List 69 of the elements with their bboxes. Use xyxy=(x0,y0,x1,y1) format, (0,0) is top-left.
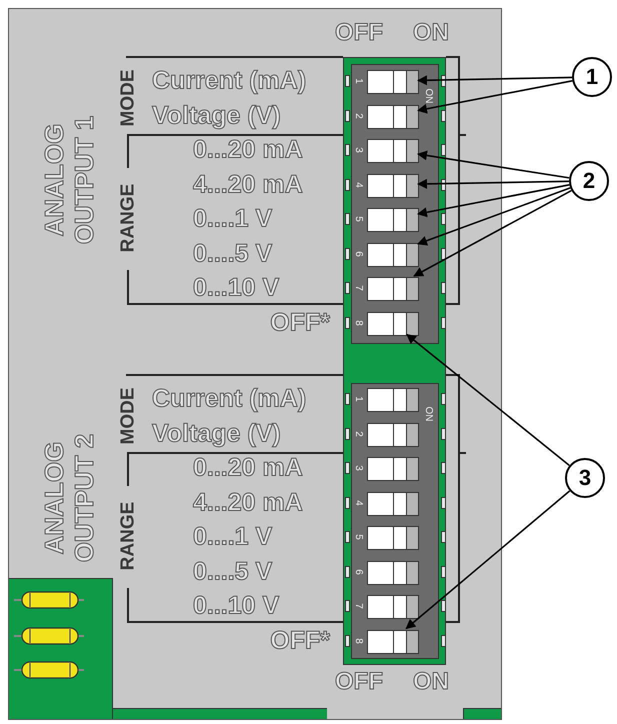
leader-arrow xyxy=(417,150,570,179)
dip-switch xyxy=(367,312,419,336)
leader-arrow xyxy=(405,490,570,630)
switch-number: 7 xyxy=(353,284,363,293)
group-label: RANGE xyxy=(118,182,138,254)
option-label: OFF* xyxy=(270,628,330,653)
option-label: 0...10 V xyxy=(193,594,280,618)
dip-switch xyxy=(367,595,419,619)
dip-switch xyxy=(367,70,419,94)
dip-switch xyxy=(367,630,419,654)
dip-switch xyxy=(367,277,419,301)
dip-switch xyxy=(367,560,419,584)
switch-number: 7 xyxy=(353,602,363,611)
option-label: 0...20 mA xyxy=(193,456,303,480)
dip-switch xyxy=(367,492,419,516)
switch-number: 8 xyxy=(353,318,363,328)
switch-number: 2 xyxy=(353,112,363,120)
switch-number: 5 xyxy=(353,533,363,542)
group-label: RANGE xyxy=(118,500,138,572)
leader-arrow xyxy=(413,190,572,277)
output-title: ANALOG OUTPUT 2 xyxy=(40,432,100,564)
switch-number: 8 xyxy=(353,636,363,646)
option-label: 0....5 V xyxy=(193,559,272,584)
switch-number: 4 xyxy=(353,180,363,190)
switch-number: 3 xyxy=(353,146,363,155)
option-label: OFF* xyxy=(270,310,330,335)
switch-number: 4 xyxy=(353,498,363,508)
switch-state-label: ON xyxy=(413,21,449,45)
option-label: Voltage (V) xyxy=(152,103,281,128)
dip-on-marking: ON xyxy=(423,88,433,105)
leader-arrow xyxy=(417,178,570,189)
option-label: Voltage (V) xyxy=(152,421,281,446)
switch-number: 3 xyxy=(353,464,363,473)
dip-switch xyxy=(367,139,419,163)
option-label: 0....5 V xyxy=(193,241,272,266)
dip-switch xyxy=(367,526,419,550)
dip-switch xyxy=(367,174,419,198)
leader-arrow xyxy=(417,75,572,86)
dip-on-marking: ON xyxy=(423,406,433,423)
switch-number: 6 xyxy=(353,250,363,258)
leader-arrow xyxy=(417,80,573,114)
switch-number: 1 xyxy=(353,395,363,404)
option-label: 0...10 V xyxy=(193,276,280,300)
option-label: 0....1 V xyxy=(193,524,272,550)
option-label: 0....1 V xyxy=(193,206,272,232)
switch-state-label: OFF xyxy=(335,21,383,45)
option-label: Current (mA) xyxy=(152,68,306,94)
leader-arrow xyxy=(417,184,570,218)
option-label: 4...20 mA xyxy=(193,490,303,515)
dip-switch xyxy=(367,457,419,481)
switch-number: 6 xyxy=(353,568,363,576)
group-label: MODE xyxy=(118,386,138,446)
switch-number: 1 xyxy=(353,77,363,86)
group-label: MODE xyxy=(118,68,138,128)
dip-switch xyxy=(367,242,419,266)
option-label: Current (mA) xyxy=(152,386,306,412)
switch-number: 5 xyxy=(353,215,363,224)
option-label: 0...20 mA xyxy=(193,138,303,162)
output-title: ANALOG OUTPUT 1 xyxy=(40,114,100,246)
switch-state-label: ON xyxy=(413,670,449,694)
dip-switch xyxy=(367,422,419,446)
leader-arrow xyxy=(406,334,570,466)
leader-arrow xyxy=(417,187,570,246)
switch-state-label: OFF xyxy=(335,670,383,694)
dip-switch xyxy=(367,208,419,232)
dip-switch xyxy=(367,104,419,128)
dip-switch xyxy=(367,388,419,412)
switch-number: 2 xyxy=(353,430,363,438)
option-label: 4...20 mA xyxy=(193,172,303,197)
